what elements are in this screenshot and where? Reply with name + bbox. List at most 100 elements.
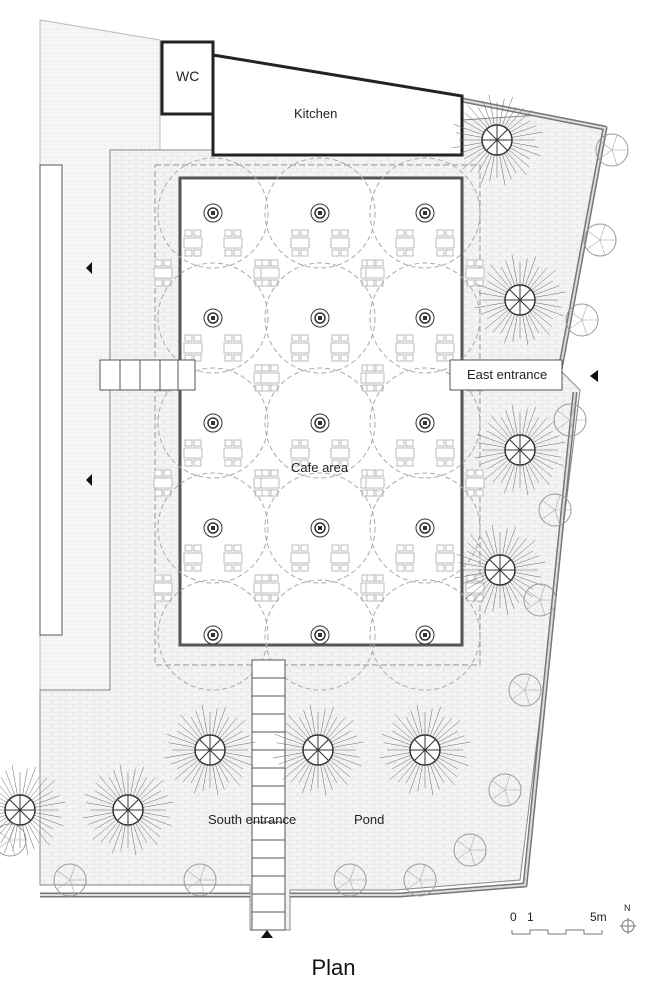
kitchen-label: Kitchen [294,106,338,121]
table-set [260,574,280,602]
umbrella-column-icon [310,203,330,223]
south-entrance-arrow-icon [261,930,273,938]
table-set [365,364,385,392]
table-set [183,439,203,467]
table-set [365,469,385,497]
table-set [395,229,415,257]
small-tree-icon [565,303,599,337]
canopy-outline [369,579,481,691]
canopy-outline [157,472,269,584]
umbrella-column-icon [415,413,435,433]
small-tree-icon [553,403,587,437]
canopy-outline [157,262,269,374]
west-bridge [99,359,196,391]
small-tree-icon [508,673,542,707]
canopy-outline [369,367,481,479]
south-entrance-label: South entrance [208,812,297,827]
table-set [290,439,310,467]
table-set [465,259,485,287]
tree-icon [272,704,364,796]
tree-icon [474,404,566,496]
tree-icon [451,94,543,186]
table-set [435,544,455,572]
umbrella-column-icon [203,308,223,328]
table-set [260,259,280,287]
canopy-outline [264,472,376,584]
table-set [330,439,350,467]
table-set [290,229,310,257]
small-tree-icon [488,773,522,807]
table-set [290,334,310,362]
east-entrance-label: East entrance [467,367,548,382]
wc-label: WC [176,68,200,84]
small-tree-icon [583,223,617,257]
west-door-arrow-icon [86,262,92,274]
scale-five: 5m [590,910,607,924]
umbrella-column-icon [415,518,435,538]
table-set [365,259,385,287]
pond-label: Pond [354,812,385,827]
table-set [260,469,280,497]
north-arrow-icon [620,918,636,934]
table-set [330,229,350,257]
small-tree-icon [595,133,629,167]
south-path [251,659,286,931]
umbrella-column-icon [310,308,330,328]
table-set [183,229,203,257]
tree-icon [164,704,256,796]
umbrella-column-icon [203,413,223,433]
table-set [330,544,350,572]
umbrella-column-icon [415,203,435,223]
canopy-outline [264,157,376,269]
canopy-outline [264,367,376,479]
plan-title: Plan [311,955,356,980]
table-set [183,334,203,362]
table-set [465,469,485,497]
small-tree-icon [453,833,487,867]
tree-icon [82,764,174,856]
tree-icon [474,254,566,346]
pond-outline [154,164,481,666]
scale-bar [511,929,603,935]
umbrella-column-icon [415,625,435,645]
small-tree-icon [538,493,572,527]
umbrella-column-icon [415,308,435,328]
canopy-outline [369,472,481,584]
tree-icon [454,524,546,616]
tree-icon [0,764,66,856]
table-set [435,439,455,467]
umbrella-column-icon [203,518,223,538]
small-tree-icon [333,863,367,897]
left-building-wall [39,164,63,636]
table-set [435,229,455,257]
umbrella-column-icon [310,625,330,645]
scale-one: 1 [527,910,534,924]
table-set [365,574,385,602]
west-door-arrow-icon [86,474,92,486]
east-bridge [449,359,563,391]
small-tree-icon [183,863,217,897]
small-tree-icon [403,863,437,897]
table-set [183,544,203,572]
umbrella-column-icon [203,625,223,645]
table-set [465,574,485,602]
kitchen-wall [211,53,464,157]
table-set [395,544,415,572]
small-tree-icon [523,583,557,617]
east-entrance-arrow-icon [590,370,598,382]
table-set [223,334,243,362]
table-set [395,439,415,467]
cafe-area-label: Cafe area [291,460,349,475]
umbrella-column-icon [203,203,223,223]
canopy-outline [157,157,269,269]
canopy-outline [157,579,269,691]
wc-wall [160,40,215,116]
table-set [223,544,243,572]
tree-icon [379,704,471,796]
small-tree-icon [53,863,87,897]
cafe-area [178,176,464,647]
umbrella-column-icon [310,518,330,538]
canopy-outline [157,367,269,479]
north-label: N [624,903,631,913]
umbrella-column-icon [310,413,330,433]
